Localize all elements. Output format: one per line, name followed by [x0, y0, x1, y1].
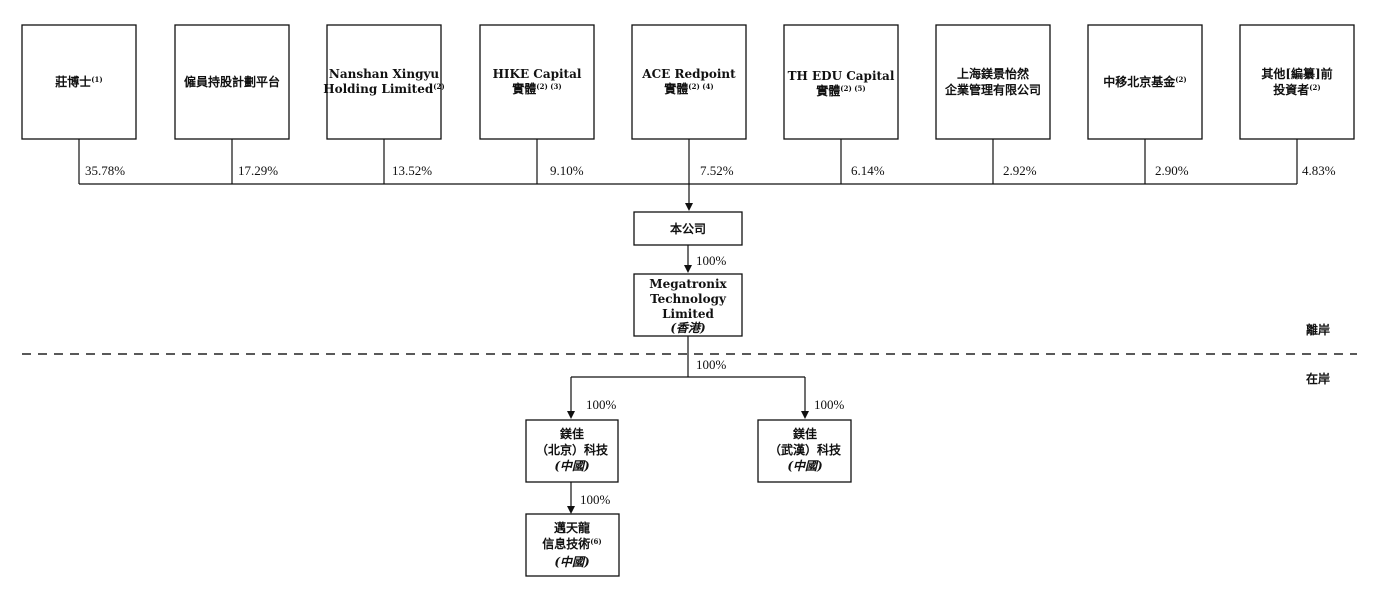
ownership-pct: 35.78% [85, 163, 125, 178]
meijia-wuhan-name: 鎂佳 [793, 426, 817, 441]
arrowhead [685, 203, 693, 211]
meijia-beijing-name: 鎂佳 [560, 426, 584, 441]
shareholder-box-shanghai-meijing [935, 24, 1051, 140]
shareholder-labels: 莊博士(1) 僱員持股計劃平台 Nanshan Xingyu Holding L… [54, 66, 1332, 98]
shareholder-box-nanshan-xingyu [326, 24, 442, 140]
company-label: 本公司 [670, 221, 706, 236]
ownership-pct: 100% [696, 253, 727, 268]
ownership-pct: 13.52% [392, 163, 432, 178]
ownership-pct: 100% [580, 492, 611, 507]
shareholder-name-line2: 實體(2) (4) [664, 81, 713, 96]
shareholder-box-esop-platform [174, 24, 290, 140]
meijia-wuhan-jurisdiction: (中國) [787, 459, 822, 473]
shareholder-name: Nanshan Xingyu [329, 67, 440, 81]
megatronix-hk-name: Megatronix [649, 277, 727, 291]
arrowhead [567, 506, 575, 514]
meijia-beijing-jurisdiction: (中國) [554, 459, 589, 473]
shareholder-name: 其他[編纂]前 [1261, 66, 1332, 81]
shareholder-box-dr-zhuang [21, 24, 137, 140]
shareholder-name-line2: 實體(2) (3) [512, 81, 561, 96]
ownership-pct: 2.92% [1003, 163, 1037, 178]
maitianlong-name: 邁天龍 [554, 520, 590, 535]
shareholder-box-th-edu-capital [783, 24, 899, 140]
meijia-wuhan-box [757, 419, 852, 483]
ownership-pct: 17.29% [238, 163, 278, 178]
megatronix-hk-name-line2: Technology [650, 292, 727, 306]
ownership-pct: 100% [696, 357, 727, 372]
shareholder-percentages: 35.78% 17.29% 13.52% 9.10% 7.52% 6.14% 2… [85, 163, 1336, 178]
shareholder-name: 僱員持股計劃平台 [184, 74, 280, 89]
shareholder-name-line2: Holding Limited(2) [323, 82, 444, 96]
ownership-pct: 100% [586, 397, 617, 412]
arrowhead [801, 411, 809, 419]
shareholder-name-line2: 實體(2) (5) [816, 83, 865, 98]
meijia-beijing-name-line2: （北京）科技 [536, 442, 609, 457]
shareholder-boxes [21, 24, 1355, 140]
shareholder-box-cmcc-beijing-fund [1087, 24, 1203, 140]
shareholder-name: ACE Redpoint [641, 67, 736, 81]
maitianlong-jurisdiction: (中國) [554, 555, 589, 569]
shareholder-name: TH EDU Capital [788, 69, 895, 83]
meijia-wuhan-name-line2: （武漢）科技 [769, 442, 842, 457]
shareholder-box-other-investors [1239, 24, 1355, 140]
arrowhead [684, 265, 692, 273]
shareholder-box-ace-redpoint [631, 24, 747, 140]
ownership-pct: 4.83% [1302, 163, 1336, 178]
offshore-label: 離岸 [1306, 322, 1330, 337]
ownership-pct: 6.14% [851, 163, 885, 178]
shareholder-connectors [78, 139, 1298, 211]
shareholder-name: 上海鎂景怡然 [957, 66, 1029, 81]
megatronix-hk-box [633, 273, 743, 337]
arrowhead [567, 411, 575, 419]
ownership-pct: 7.52% [700, 163, 734, 178]
shareholder-name: 中移北京基金(2) [1103, 74, 1187, 89]
onshore-label: 在岸 [1306, 371, 1330, 386]
shareholder-box-hike-capital [479, 24, 595, 140]
maitianlong-name-line2: 信息技術(6) [542, 536, 602, 551]
meijia-beijing-box [525, 419, 619, 483]
ownership-pct: 9.10% [550, 163, 584, 178]
maitianlong-box [525, 513, 620, 577]
shareholder-name-line2: 企業管理有限公司 [944, 82, 1041, 97]
megatronix-hk-jurisdiction: (香港) [670, 321, 705, 335]
shareholder-name-line2: 投資者(2) [1273, 82, 1321, 97]
megatronix-hk-name-line3: Limited [662, 307, 714, 321]
ownership-pct: 100% [814, 397, 845, 412]
shareholder-name: 莊博士(1) [54, 74, 103, 89]
shareholder-name: HIKE Capital [493, 67, 582, 81]
company-box [633, 211, 743, 246]
ownership-pct: 2.90% [1155, 163, 1189, 178]
